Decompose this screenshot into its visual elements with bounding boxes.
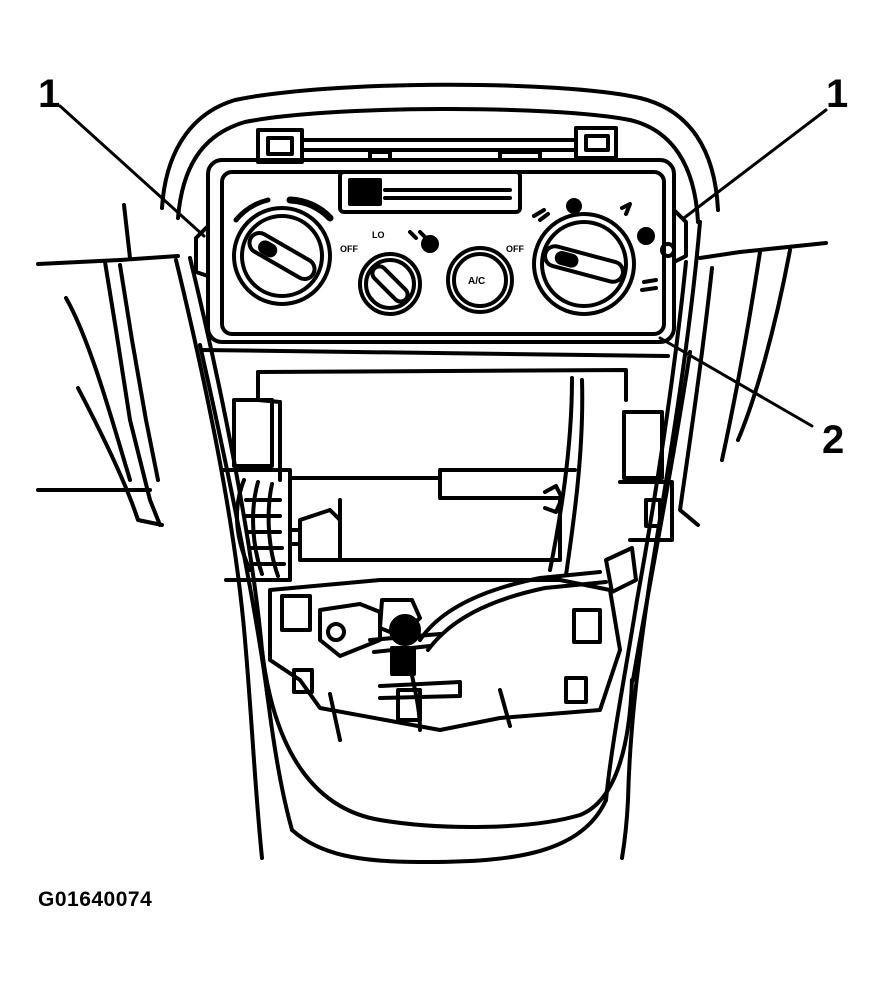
callout-2-bezel: 2 [822,418,845,462]
label-off-right: OFF [506,244,524,254]
vent-knob [532,198,658,316]
label-ac: A/C [468,276,485,287]
callout-1-right: 1 [826,72,849,116]
figure-id: G01640074 [38,888,153,911]
fan-knob [232,196,334,306]
temperature-slider [338,170,522,214]
leader-lines [58,104,828,428]
label-off-left: OFF [340,244,358,254]
dash-lines [36,203,828,527]
label-lo: LO [372,230,385,240]
mode-knob [358,230,439,316]
console-opening [220,368,674,742]
callout-1-left: 1 [38,72,61,116]
control-panel [194,126,688,358]
ac-button [446,246,514,314]
